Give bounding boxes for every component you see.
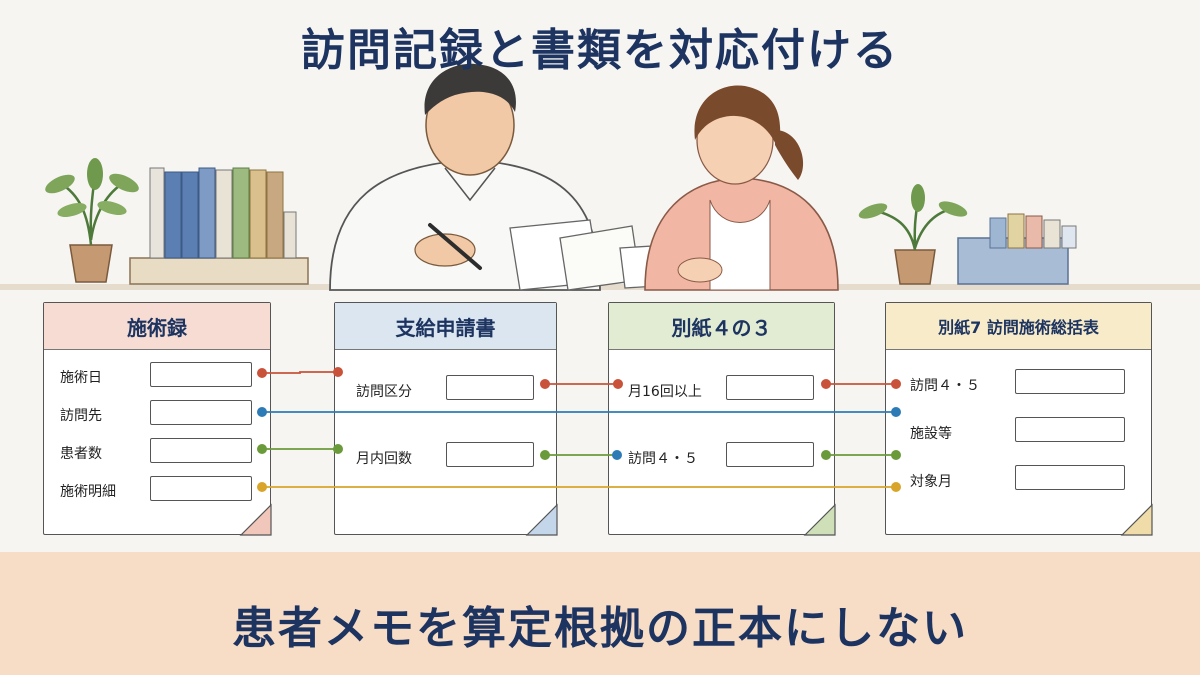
field-label-treatment-details: 施術明細	[60, 484, 116, 500]
staff-woman-illustration	[644, 85, 839, 291]
field-label-visit-destination: 訪問先	[60, 408, 102, 424]
field-label-visit-4-5-summary: 訪問４・５	[910, 378, 980, 394]
document-card-bessi-4-3: 別紙４の３ 月16回以上 訪問４・５	[608, 302, 835, 535]
field-box-treatment-date	[150, 362, 252, 387]
field-label-visit-category: 訪問区分	[356, 384, 412, 400]
footer-band	[0, 552, 1200, 675]
field-label-16-or-more: 月16回以上	[628, 384, 702, 400]
field-label-patient-count: 患者数	[60, 446, 102, 462]
field-box-visit-4-5-summary	[1015, 369, 1125, 394]
field-box-treatment-details	[150, 476, 252, 501]
document-card-bessi-7-summary: 別紙7 訪問施術総括表 訪問４・５ 施設等 対象月	[885, 302, 1152, 535]
field-label-treatment-date: 施術日	[60, 370, 102, 386]
footer-message: 患者メモを算定根拠の正本にしない	[232, 603, 968, 654]
document-title-bessi-4-3: 別紙４の３	[609, 303, 834, 350]
document-title-seijutsuroku: 施術録	[44, 303, 270, 350]
document-card-shikyu-shinseisho: 支給申請書 訪問区分 月内回数	[334, 302, 557, 535]
field-box-visit-category	[446, 375, 534, 400]
binders-shelf-icon	[129, 167, 309, 285]
document-title-bessi-7-summary: 別紙7 訪問施術総括表	[886, 303, 1151, 350]
document-card-seijutsuroku: 施術録 施術日 訪問先 患者数 施術明細	[43, 302, 271, 535]
field-box-monthly-count	[446, 442, 534, 467]
field-label-monthly-count: 月内回数	[356, 451, 412, 467]
field-label-target-month: 対象月	[910, 474, 952, 490]
plant-right-icon	[858, 184, 968, 285]
document-title-shikyu-shinseisho: 支給申請書	[335, 303, 556, 350]
field-label-facility: 施設等	[910, 426, 952, 442]
field-box-visit-4-5	[726, 442, 814, 467]
paper-sheets-icon	[509, 219, 691, 291]
main-title: 訪問記録と書類を対応付ける	[301, 25, 899, 76]
field-label-visit-4-5: 訪問４・５	[628, 451, 698, 467]
file-organizer-icon	[957, 213, 1077, 285]
field-box-patient-count	[150, 438, 252, 463]
field-box-facility	[1015, 417, 1125, 442]
plant-left-icon	[45, 158, 139, 283]
field-box-16-or-more	[726, 375, 814, 400]
field-box-target-month	[1015, 465, 1125, 490]
field-box-visit-destination	[150, 400, 252, 425]
